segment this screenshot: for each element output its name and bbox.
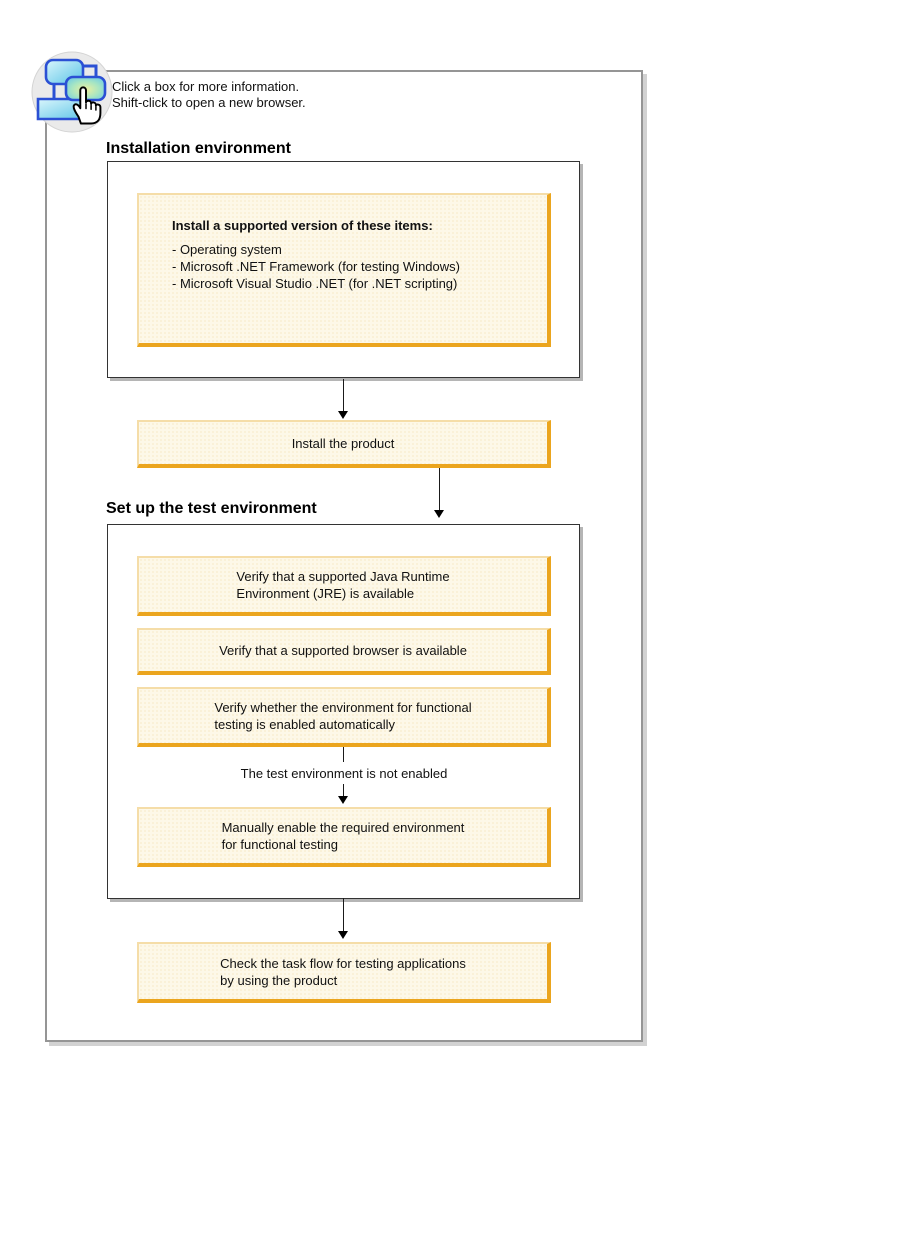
connector-arrowhead-2 bbox=[434, 510, 444, 518]
connector-arrowhead-3 bbox=[338, 796, 348, 804]
install-product-box[interactable]: Install the product bbox=[137, 420, 551, 468]
clickable-flowchart-hand-cursor-icon bbox=[26, 47, 118, 133]
verify-functional-line1: Verify whether the environment for funct… bbox=[214, 700, 472, 715]
section-heading-setup-test-environment: Set up the test environment bbox=[106, 500, 317, 517]
usage-note-line1: Click a box for more information. bbox=[112, 79, 300, 94]
connector-line-2 bbox=[439, 468, 440, 511]
install-product-label: Install the product bbox=[291, 435, 395, 451]
manually-enable-line2: for functional testing bbox=[221, 837, 338, 852]
verify-browser-box[interactable]: Verify that a supported browser is avail… bbox=[137, 628, 551, 675]
hand-cursor-icon bbox=[72, 86, 102, 125]
verify-jre-line1: Verify that a supported Java Runtime bbox=[236, 569, 450, 584]
connector-line-3b bbox=[343, 784, 344, 797]
section-heading-installation-environment: Installation environment bbox=[106, 140, 291, 157]
install-items-title: Install a supported version of these ite… bbox=[172, 218, 433, 233]
connector-line-1 bbox=[343, 379, 344, 412]
verify-functional-env-box[interactable]: Verify whether the environment for funct… bbox=[137, 687, 551, 747]
usage-note: Click a box for more information. Shift-… bbox=[112, 79, 306, 111]
verify-functional-line2: testing is enabled automatically bbox=[214, 717, 396, 732]
check-taskflow-line1: Check the task flow for testing applicat… bbox=[220, 955, 466, 971]
check-taskflow-box[interactable]: Check the task flow for testing applicat… bbox=[137, 942, 551, 1003]
connector-line-4 bbox=[343, 898, 344, 932]
install-item-os: - Operating system bbox=[172, 242, 282, 257]
connector-arrowhead-1 bbox=[338, 411, 348, 419]
install-supported-items-box[interactable]: Install a supported version of these ite… bbox=[137, 193, 551, 347]
connector-line-3a bbox=[343, 747, 344, 762]
branch-condition-label: The test environment is not enabled bbox=[240, 766, 448, 781]
install-item-dotnet-framework: - Microsoft .NET Framework (for testing … bbox=[172, 259, 460, 274]
manually-enable-line1: Manually enable the required environment bbox=[221, 820, 465, 835]
manually-enable-env-box[interactable]: Manually enable the required environment… bbox=[137, 807, 551, 867]
verify-jre-box[interactable]: Verify that a supported Java Runtime Env… bbox=[137, 556, 551, 616]
install-item-visual-studio: - Microsoft Visual Studio .NET (for .NET… bbox=[172, 276, 458, 291]
connector-arrowhead-4 bbox=[338, 931, 348, 939]
verify-jre-line2: Environment (JRE) is available bbox=[236, 586, 415, 601]
verify-browser-label: Verify that a supported browser is avail… bbox=[219, 643, 467, 658]
icon-connector-elbow bbox=[83, 64, 98, 77]
usage-note-line2: Shift-click to open a new browser. bbox=[112, 95, 306, 110]
check-taskflow-line2: by using the product bbox=[220, 972, 338, 988]
